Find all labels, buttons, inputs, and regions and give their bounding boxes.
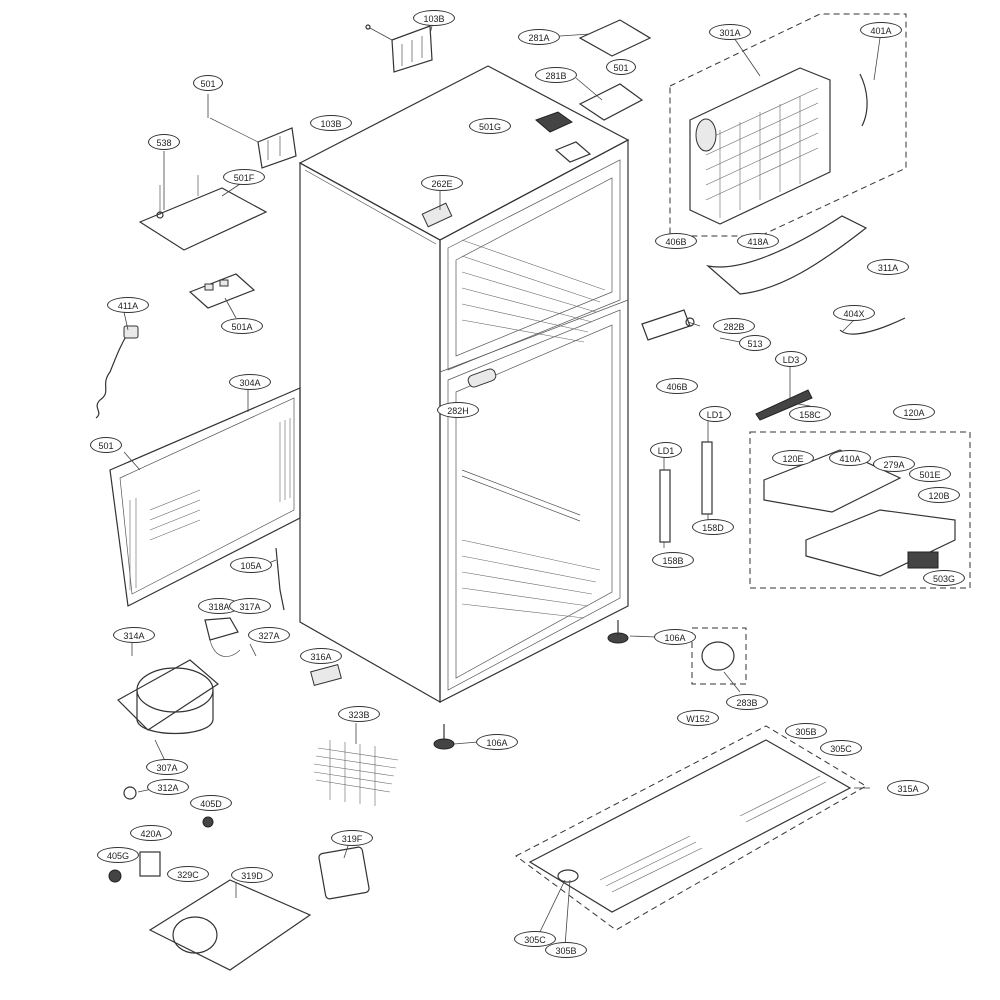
fan-motor [139,851,161,877]
callout-501: 501 [606,59,636,75]
callout-420a: 420A [130,825,172,841]
condenser-coil [313,740,399,806]
callout-103b: 103B [413,10,455,26]
callout-120a: 120A [893,404,935,420]
leveling-foot-rear [607,620,629,644]
callout-305b: 305B [785,723,827,739]
callout-281b: 281B [535,67,577,83]
pcb-board [188,273,256,309]
callout-327a: 327A [248,627,290,643]
callout-405d: 405D [190,795,232,811]
callout-304a: 304A [229,374,271,390]
ice-bin [705,215,868,295]
cabinet-shelves [461,239,606,619]
callout-538: 538 [148,134,180,150]
power-cord [95,325,139,419]
leader-lines [123,17,881,947]
top-bracket [365,24,433,73]
callout-279a: 279A [873,456,915,472]
callout-501a: 501A [221,318,263,334]
callout-501f: 501F [223,169,265,185]
callout-281a: 281A [518,29,560,45]
wire-harness [839,317,906,335]
callout-301a: 301A [709,24,751,40]
callout-501-left: 501 [193,75,223,91]
callout-282b: 282B [713,318,755,334]
callout-305c-bottom: 305C [514,931,556,947]
base-plate [515,725,867,931]
callout-106a: 106A [654,629,696,645]
callout-314a: 314A [113,627,155,643]
callout-305c: 305C [820,740,862,756]
control-housing-assembly [749,431,971,589]
callout-ld1-right: LD1 [699,406,731,422]
cabinet-body [298,65,630,704]
callout-158c: 158C [789,406,831,422]
callout-ld1-left: LD1 [650,442,682,458]
led-strip-left [659,469,671,543]
callout-105a: 105A [230,557,272,573]
callout-319d: 319D [231,867,273,883]
drain-pan-fitting [691,627,747,685]
relay-assembly [204,617,241,657]
callout-410a: 410A [829,450,871,466]
callout-513: 513 [739,335,771,351]
callout-503g: 503G [923,570,965,586]
callout-317a: 317A [229,598,271,614]
callout-312a: 312A [147,779,189,795]
callout-501g: 501G [469,118,511,134]
fan-guard [318,846,370,900]
grommet [108,869,122,883]
callout-329c: 329C [167,866,209,882]
callout-ld3: LD3 [775,351,807,367]
callout-w152: W152 [677,710,719,726]
callout-406b: 406B [655,233,697,249]
drain-tube [275,547,285,611]
callout-501e: 501E [909,466,951,482]
leveling-foot-front [433,724,455,750]
compressor-foot [123,786,137,800]
rear-machine-cover [109,387,301,607]
callout-323b: 323B [338,706,380,722]
top-hinge [578,19,652,121]
callout-315a: 315A [887,780,929,796]
callout-158d: 158D [692,519,734,535]
callout-106a-second: 106A [476,734,518,750]
callout-120b: 120B [918,487,960,503]
callout-282h: 282H [437,402,479,418]
small-cushion [310,664,342,686]
callout-501-rear: 501 [90,437,122,453]
callout-262e: 262E [421,175,463,191]
led-strip-right [701,441,713,515]
ice-maker-assembly [669,13,907,237]
led-module [755,389,813,421]
callout-316a: 316A [300,648,342,664]
fastener [202,816,214,828]
callout-158b: 158B [652,552,694,568]
callout-283b: 283B [726,694,768,710]
callout-120e: 120E [772,450,814,466]
callout-305b-bottom: 305B [545,942,587,958]
top-cover-plate [138,175,268,251]
callout-404x: 404X [833,305,875,321]
callout-405g: 405G [97,847,139,863]
callout-401a: 401A [860,22,902,38]
fan-shroud [148,879,312,971]
compressor [117,659,219,734]
shelf-light-cover [467,368,497,388]
top-vents [421,111,592,228]
callout-319f: 319F [331,830,373,846]
callout-411a: 411A [107,297,149,313]
callout-307a: 307A [146,759,188,775]
callout-406b-second: 406B [656,378,698,394]
callout-311a: 311A [867,259,909,275]
middle-hinge [641,309,695,341]
callout-103b-second: 103B [310,115,352,131]
control-box [209,117,297,169]
callout-418a: 418A [737,233,779,249]
